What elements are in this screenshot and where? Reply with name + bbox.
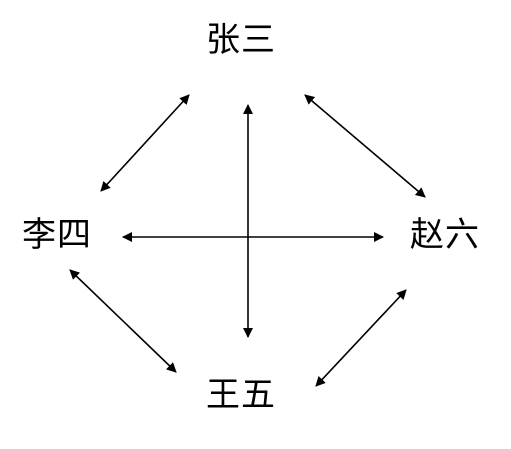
arrow-top-right xyxy=(304,94,426,198)
node-li-si: 李四 xyxy=(22,215,92,255)
node-zhao-liu: 赵六 xyxy=(410,215,480,255)
arrow-top-left xyxy=(100,94,190,192)
node-wang-wu: 王五 xyxy=(206,375,276,415)
arrow-right-bottom xyxy=(315,289,407,387)
arrow-left-bottom xyxy=(69,269,177,373)
node-zhang-san: 张三 xyxy=(206,20,276,60)
